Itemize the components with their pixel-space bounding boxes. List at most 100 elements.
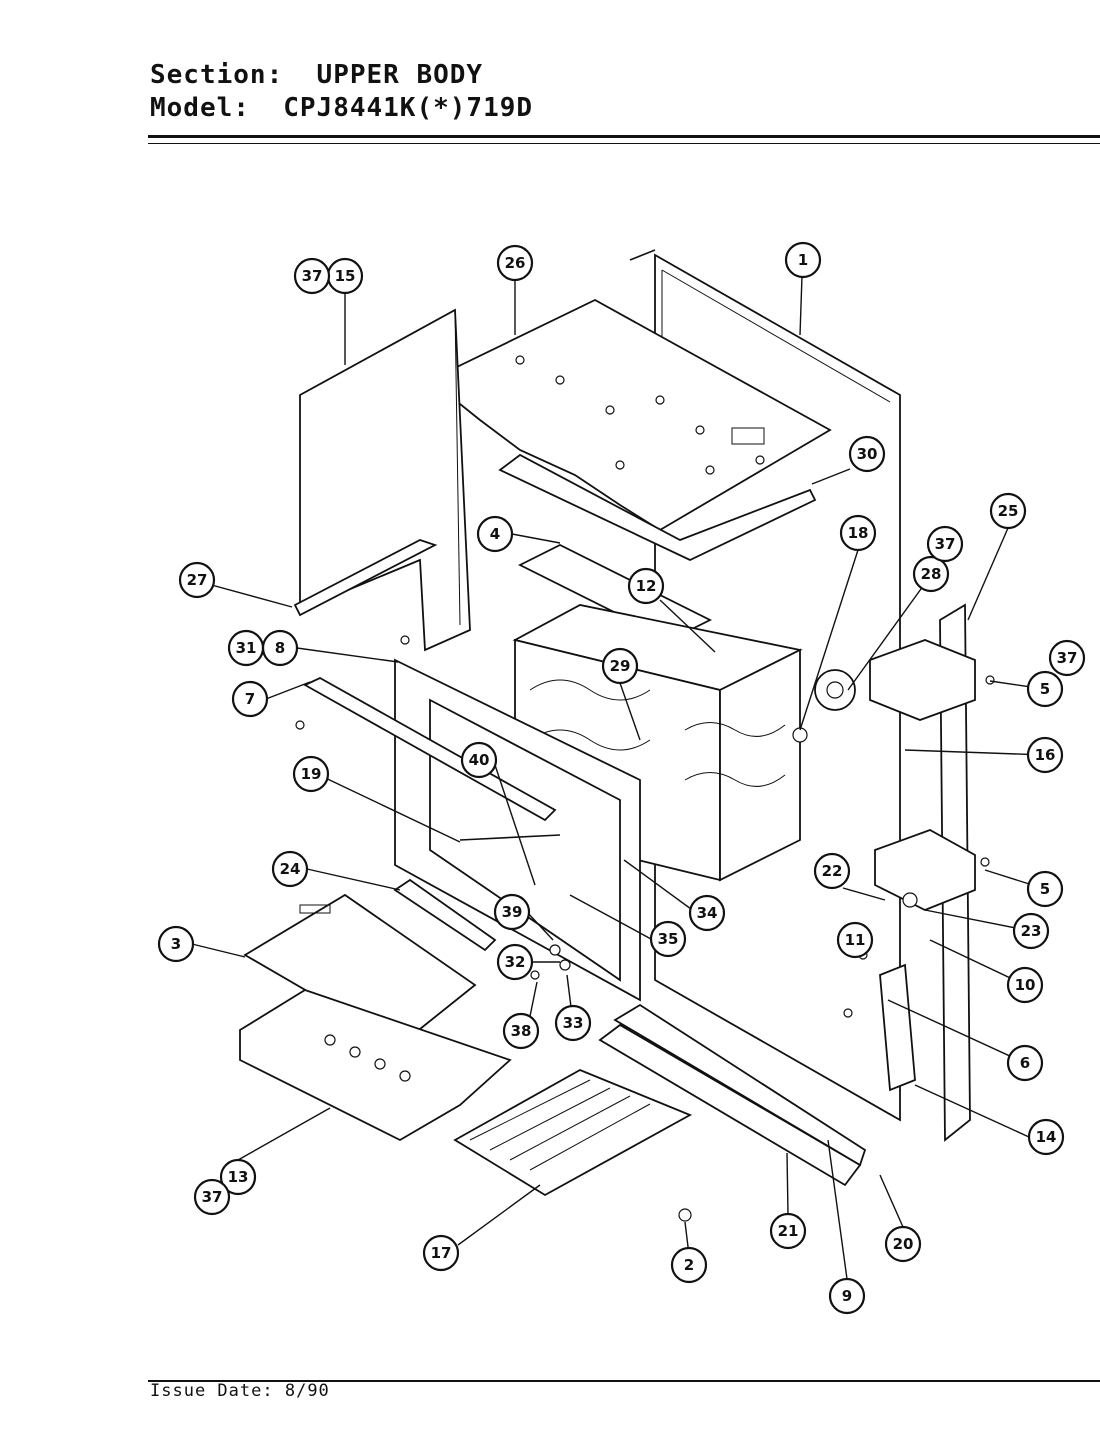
part-oven-rack (453, 1069, 693, 1197)
callout-34: 34 (688, 894, 726, 932)
callout-33: 33 (554, 1004, 592, 1042)
callout-25: 25 (989, 492, 1027, 530)
callout-number: 5 (1040, 880, 1050, 898)
callout-19: 19 (292, 755, 330, 793)
callout-number: 40 (469, 751, 490, 769)
callout-number: 16 (1035, 746, 1056, 764)
callout-21: 21 (769, 1212, 807, 1250)
callout-3: 3 (157, 925, 195, 963)
callout-number: 11 (845, 931, 866, 949)
issue-label: Issue Date: (150, 1381, 274, 1401)
callout-32: 32 (496, 943, 534, 981)
callout-37: 37 (0, 0, 10, 9)
part-bracket-upper (869, 639, 976, 721)
callout-40: 40 (460, 741, 498, 779)
callout-16: 16 (1026, 736, 1064, 774)
callout-number: 9 (842, 1287, 852, 1305)
callout-number: 39 (502, 903, 523, 921)
section-value: UPPER BODY (316, 60, 484, 90)
callout-number: 27 (187, 571, 208, 589)
callout-number: 14 (1036, 1128, 1057, 1146)
callout-number: 38 (511, 1022, 532, 1040)
callout-27: 27 (178, 561, 216, 599)
callout-5: 5 (1026, 670, 1064, 708)
callout-number: 21 (778, 1222, 799, 1240)
callout-number: 33 (563, 1014, 584, 1032)
issue-value: 8/90 (284, 1381, 330, 1401)
callout-35: 35 (649, 920, 687, 958)
part-rail-7 (303, 676, 557, 822)
callout-number: 35 (658, 930, 679, 948)
callout-7: 7 (231, 680, 269, 718)
callout-number: 8 (275, 639, 285, 657)
callout-5: 5 (1026, 870, 1064, 908)
callout-number: 24 (280, 860, 301, 878)
model-line: Model: CPJ8441K(*)719D (150, 93, 533, 123)
callout-number: 4 (490, 525, 500, 543)
callout-10: 10 (1006, 966, 1044, 1004)
section-line: Section: UPPER BODY (150, 60, 483, 90)
callout-number: 17 (431, 1244, 452, 1262)
callout-37: 37 (193, 1178, 231, 1216)
part-trim-strip (293, 539, 438, 617)
callout-37: 37 (293, 257, 331, 295)
callout-number: 6 (1020, 1054, 1030, 1072)
callout-number: 30 (857, 445, 878, 463)
callout-number: 23 (1021, 922, 1042, 940)
callout-17: 17 (422, 1234, 460, 1272)
callout-number: 26 (505, 254, 526, 272)
callout-24: 24 (271, 850, 309, 888)
callout-26: 26 (496, 244, 534, 282)
callout-number: 29 (610, 657, 631, 675)
callout-number: 25 (998, 502, 1019, 520)
part-top-panel (428, 298, 832, 532)
callout-4: 4 (476, 515, 514, 553)
callout-39: 39 (493, 893, 531, 931)
callout-number: 34 (697, 904, 718, 922)
part-fan-motor (814, 669, 856, 711)
callout-31: 31 (227, 629, 265, 667)
callout-30: 30 (848, 435, 886, 473)
callout-number: 19 (301, 765, 322, 783)
header-rule-thin (148, 143, 1100, 144)
callout-number: 3 (171, 935, 181, 953)
callout-number: 10 (1015, 976, 1036, 994)
callout-number: 2 (684, 1256, 694, 1274)
callout-13: 13 (219, 1158, 257, 1196)
callout-6: 6 (1006, 1044, 1044, 1082)
callout-number: 37 (302, 267, 323, 285)
callout-23: 23 (1012, 912, 1050, 950)
callout-number: 15 (335, 267, 356, 285)
callout-number: 31 (236, 639, 257, 657)
callout-number: 37 (202, 1188, 223, 1206)
callout-number: 22 (822, 862, 843, 880)
callout-number: 28 (921, 565, 942, 583)
callout-number: 5 (1040, 680, 1050, 698)
footer-rule (148, 1380, 1100, 1382)
part-fasteners (295, 635, 995, 1222)
part-bracket-lower (874, 829, 976, 911)
header-rule (148, 135, 1100, 138)
callout-37: 37 (926, 525, 964, 563)
callout-1: 1 (784, 241, 822, 279)
callout-12: 12 (627, 567, 665, 605)
callout-number: 37 (1057, 649, 1078, 667)
callout-number: 7 (245, 690, 255, 708)
part-door-glass (598, 1003, 867, 1187)
callout-number: 32 (505, 953, 526, 971)
leader-lines (191, 275, 1046, 1280)
callout-18: 18 (839, 514, 877, 552)
part-oven-liner (512, 604, 803, 882)
part-under-tray (498, 453, 817, 561)
callout-14: 14 (1027, 1118, 1065, 1156)
part-hinge-plate (879, 963, 916, 1092)
callout-number: 12 (636, 577, 657, 595)
callout-22: 22 (813, 852, 851, 890)
section-label: Section: (150, 60, 284, 90)
callout-number: 37 (935, 535, 956, 553)
callout-number: 13 (228, 1168, 249, 1186)
callout-15: 15 (326, 257, 364, 295)
callout-38: 38 (502, 1012, 540, 1050)
callout-28: 28 (912, 555, 950, 593)
